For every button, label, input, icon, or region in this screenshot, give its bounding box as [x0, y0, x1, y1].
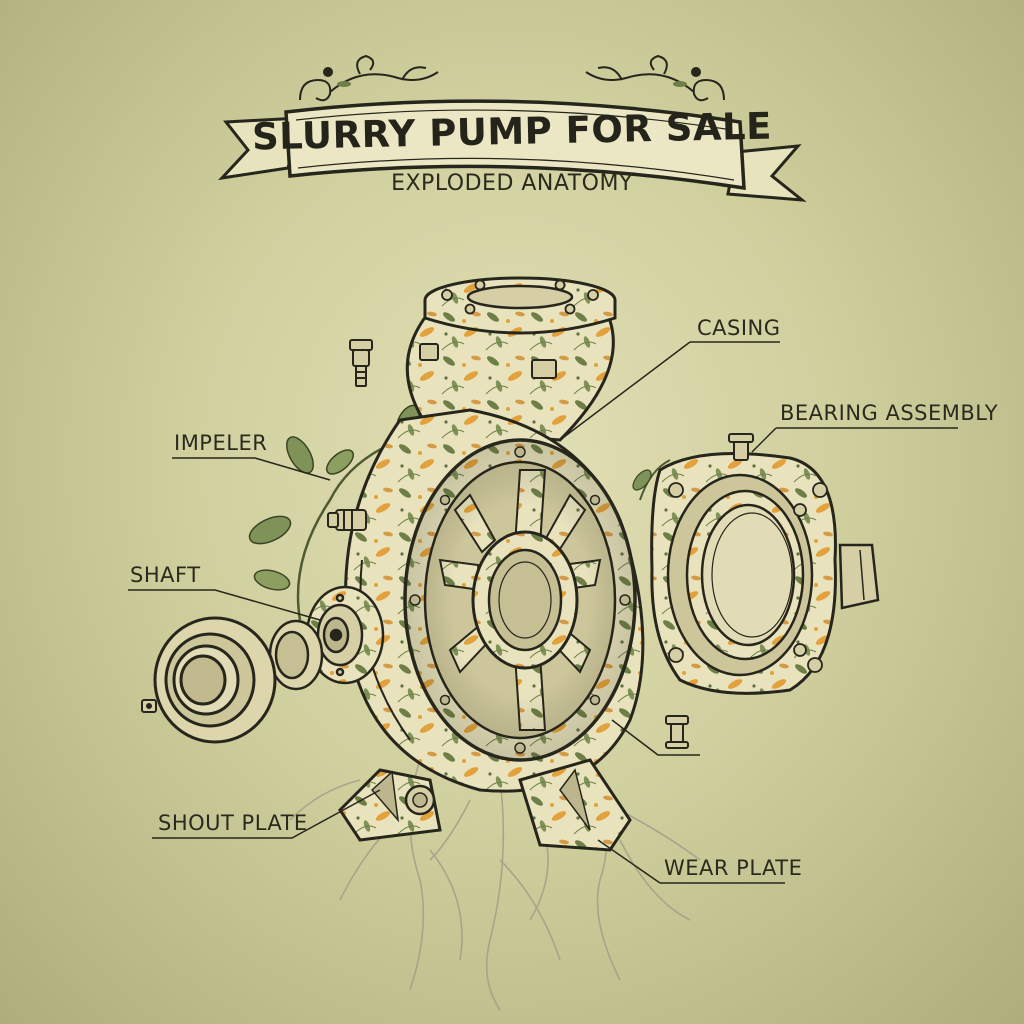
bearing-ring-left: [141, 616, 277, 744]
flourish-ornaments: [299, 54, 725, 102]
vine: [248, 404, 671, 621]
bearing-assembly: [650, 433, 880, 695]
casing-bolt-left: [327, 509, 367, 531]
loose-bolt-top-left: [349, 339, 373, 387]
title-banner: [217, 99, 807, 202]
leader-lines: [128, 341, 958, 884]
loose-bolt-bottom-right: [665, 715, 689, 749]
label-bearing-assembly: BEARING ASSEMBLY: [780, 401, 999, 425]
label-impeller: IMPELER: [174, 431, 268, 455]
label-wear-plate: WEAR PLATE: [664, 856, 803, 880]
label-casing: CASING: [697, 316, 781, 340]
label-shout-plate: SHOUT PLATE: [158, 811, 308, 835]
page-subtitle: EXPLODED ANATOMY: [391, 171, 633, 196]
label-shaft: SHAFT: [130, 563, 201, 587]
shaft-hub: [305, 585, 385, 685]
impeller-wheel: [403, 438, 637, 762]
casing-bolt-top: [419, 343, 557, 379]
small-seal-ring: [268, 619, 324, 691]
